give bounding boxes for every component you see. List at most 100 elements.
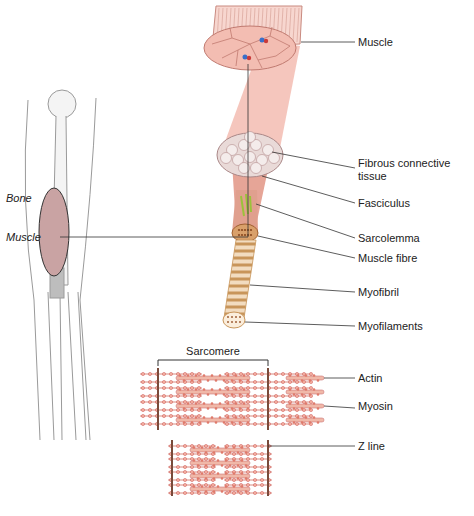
myosin-head <box>241 472 244 475</box>
sarcolemma-strands <box>241 194 251 216</box>
actin-bead <box>183 483 186 486</box>
myosin-head <box>201 446 204 449</box>
myosin-filament <box>176 404 250 408</box>
part-label: Bone <box>6 192 66 205</box>
actin-bead <box>197 470 200 473</box>
myosin-head <box>225 446 228 449</box>
actin-bead <box>260 452 263 455</box>
actin-bead <box>246 444 249 447</box>
myosin-head <box>197 490 200 493</box>
actin-bead <box>169 372 172 375</box>
actin-bead <box>176 422 179 425</box>
actin-bead <box>309 414 312 417</box>
myofibril-band <box>234 250 254 253</box>
myosin-head <box>317 421 320 424</box>
actin-bead <box>141 414 144 417</box>
myosin-head <box>297 374 300 377</box>
actin-bead <box>162 386 165 389</box>
actin-bead <box>274 380 277 383</box>
z-line <box>157 368 159 430</box>
myosin-head <box>191 407 194 410</box>
actin-bead <box>260 470 263 473</box>
actin-bead <box>239 452 242 455</box>
actin-bead <box>211 483 214 486</box>
actin-bead <box>176 452 179 455</box>
myosin-head <box>205 477 208 480</box>
leader-lines <box>60 42 355 446</box>
blood-vessel <box>264 39 268 43</box>
leader-line <box>268 446 355 447</box>
sarcomere-contracted <box>168 440 272 496</box>
myofilament-end <box>223 312 245 328</box>
actin-bead <box>274 408 277 411</box>
leader-line <box>272 152 355 168</box>
actin-bead <box>274 400 277 403</box>
radius-bone <box>48 292 62 440</box>
actin-bead <box>204 457 207 460</box>
myosin-head <box>247 379 250 382</box>
myosin-head <box>221 477 224 480</box>
myosin-head <box>223 407 226 410</box>
myosin-head <box>219 374 222 377</box>
actin-bead <box>288 380 291 383</box>
myosin-head <box>179 416 182 419</box>
actin-bead <box>148 380 151 383</box>
humerus-head <box>48 90 76 118</box>
actin-bead <box>274 386 277 389</box>
myosin-head <box>205 490 208 493</box>
actin-bead <box>281 394 284 397</box>
actin-bead <box>197 457 200 460</box>
actin-bead <box>260 444 263 447</box>
z-line <box>267 368 269 430</box>
actin-bead <box>295 422 298 425</box>
actin-bead <box>176 394 179 397</box>
actin-bead <box>309 400 312 403</box>
actin-bead <box>176 478 179 481</box>
myosin-head <box>209 446 212 449</box>
myosin-head <box>203 402 206 405</box>
myosin-head <box>187 416 190 419</box>
actin-bead <box>169 400 172 403</box>
myosin-head <box>227 416 230 419</box>
myosin-head <box>187 388 190 391</box>
actin-bead <box>232 491 235 494</box>
myosin-head <box>293 407 296 410</box>
myosin-filament <box>176 418 250 422</box>
actin-bead <box>288 408 291 411</box>
arm-outline <box>80 98 96 440</box>
fascicle-boundaries <box>212 27 290 68</box>
leader-line <box>256 204 355 238</box>
myofibril-dot <box>244 234 246 236</box>
myosin-head <box>201 459 204 462</box>
myosin-head <box>297 416 300 419</box>
myosin-head <box>209 459 212 462</box>
myofilament-dot <box>227 321 229 323</box>
leader-line <box>60 64 248 237</box>
actin-bead <box>204 483 207 486</box>
actin-bead <box>169 380 172 383</box>
muscle-cross-section <box>204 26 296 70</box>
myosin-head <box>309 407 312 410</box>
myosin-head <box>217 472 220 475</box>
actin-bead <box>204 444 207 447</box>
myofilament-dot <box>235 316 237 318</box>
myofibril-dot <box>244 229 246 231</box>
actin-bead <box>197 400 200 403</box>
myosin-head <box>313 388 316 391</box>
actin-bead <box>162 414 165 417</box>
actin-bead <box>190 400 193 403</box>
myosin-head <box>243 416 246 419</box>
actin-bead <box>246 414 249 417</box>
actin-bead <box>211 470 214 473</box>
myosin-head <box>187 402 190 405</box>
myosin-head <box>239 379 242 382</box>
myosin-head <box>183 407 186 410</box>
actin-bead <box>183 414 186 417</box>
sarcomere-bracket <box>158 360 268 366</box>
myosin-head <box>201 472 204 475</box>
myofilament-dot <box>239 316 241 318</box>
myosin-head <box>229 464 232 467</box>
actin-bead <box>260 491 263 494</box>
leader-line <box>245 322 355 326</box>
myosin-head <box>211 388 214 391</box>
